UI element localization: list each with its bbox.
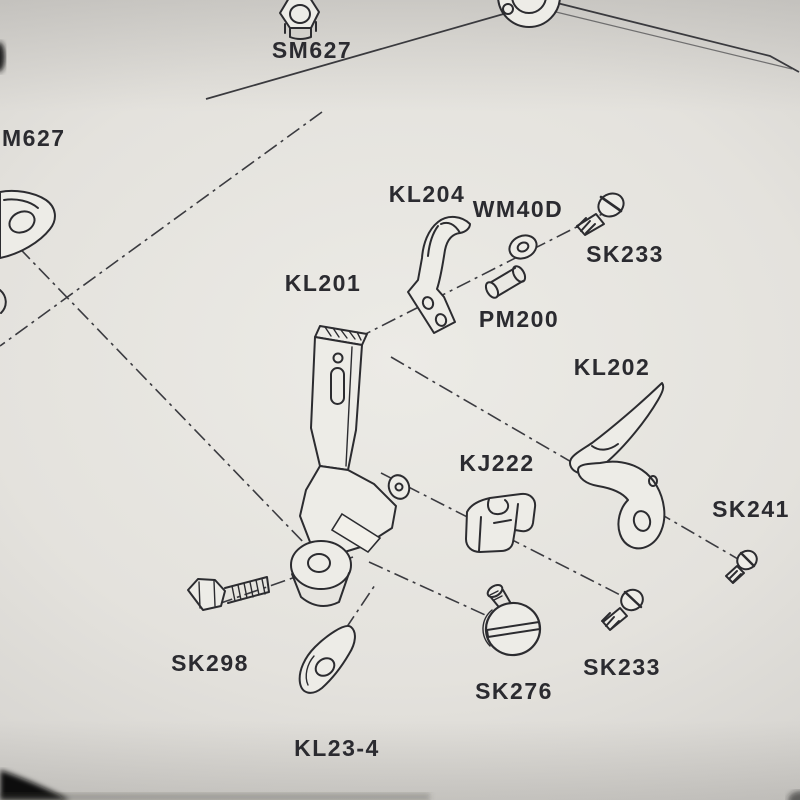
part-kl202-lever bbox=[569, 382, 666, 550]
part-wm40d-washer bbox=[508, 234, 538, 260]
part-label-sm627-top: SM627 bbox=[272, 37, 352, 63]
part-kl201-bracket bbox=[290, 325, 411, 607]
part-label-pm200: PM200 bbox=[479, 306, 559, 332]
part-sk233-screw-bottom bbox=[601, 588, 644, 631]
photo-artifacts bbox=[0, 42, 800, 800]
part-sk298-bolt bbox=[187, 576, 270, 611]
part-label-sk233-bottom: SK233 bbox=[583, 654, 661, 680]
dark-corner-bottom-right bbox=[788, 791, 800, 800]
part-label-kl201: KL201 bbox=[285, 270, 362, 296]
dark-corner-bottom-left bbox=[0, 770, 70, 800]
part-label-sk241: SK241 bbox=[712, 496, 790, 522]
part-kj222-clip bbox=[465, 492, 537, 553]
part-kl204-hook bbox=[407, 216, 471, 334]
part-label-kl204: KL204 bbox=[389, 181, 466, 207]
left-edge-mark bbox=[0, 42, 5, 72]
part-sk233-screw-top bbox=[576, 192, 625, 236]
part-label-sk298: SK298 bbox=[171, 650, 249, 676]
part-sm627-nut bbox=[279, 0, 320, 40]
part-label-kl23-4: KL23-4 bbox=[294, 735, 380, 761]
part-sk241-screw bbox=[725, 549, 758, 584]
part-roller-top-right bbox=[497, 0, 561, 28]
part-pm200-pin bbox=[484, 265, 527, 299]
part-kl23-4-plate bbox=[298, 625, 356, 694]
assembly-center-lines bbox=[0, 111, 751, 653]
part-label-sk233-top: SK233 bbox=[586, 241, 664, 267]
part-label-m627-left: M627 bbox=[2, 125, 66, 151]
panel-border-lines bbox=[205, 0, 800, 100]
bottom-edge-shadow bbox=[0, 793, 430, 800]
part-labels: SM627 M627 KL204 WM40D SK233 KL201 PM200… bbox=[2, 37, 790, 761]
part-label-wm40d: WM40D bbox=[473, 196, 564, 222]
part-label-sk276: SK276 bbox=[475, 678, 553, 704]
part-m627-arm bbox=[0, 189, 56, 314]
part-label-kl202: KL202 bbox=[574, 354, 651, 380]
part-label-kj222: KJ222 bbox=[459, 450, 534, 476]
part-sk276-screw bbox=[482, 584, 542, 657]
